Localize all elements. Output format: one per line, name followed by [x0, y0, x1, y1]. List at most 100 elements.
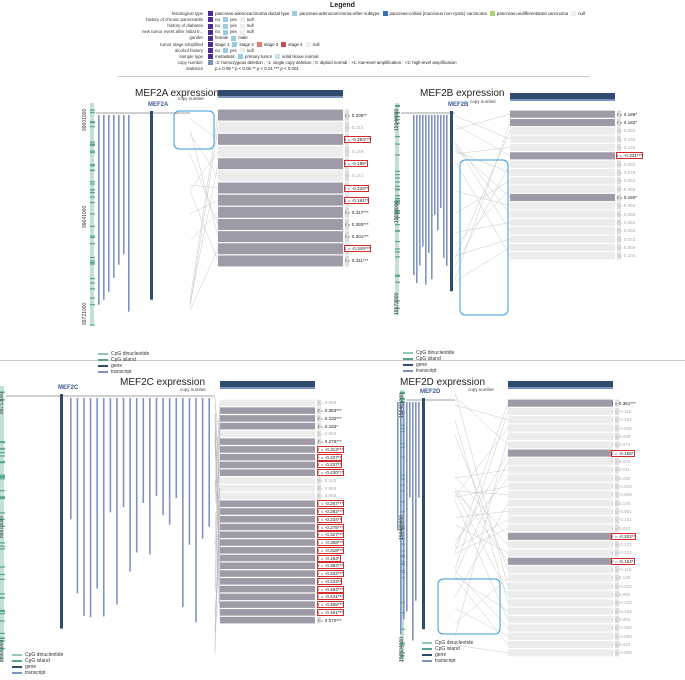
heat-row — [220, 616, 315, 624]
cpg-dinucleotide — [395, 251, 400, 253]
heat-side-block — [345, 255, 349, 267]
transcript — [168, 398, 171, 525]
r-value: r = -0.226** — [343, 184, 370, 192]
genome-coordinate: 88909000 — [0, 639, 5, 662]
transcript — [188, 398, 191, 545]
cpg-dinucleotide — [400, 401, 405, 403]
heat-row — [508, 449, 613, 457]
cpg-dinucleotide — [0, 391, 5, 393]
cpg-dinucleotide — [0, 475, 5, 478]
heat-row — [510, 143, 615, 152]
heat-row — [220, 484, 315, 492]
track-legend-swatch — [98, 370, 108, 373]
r-value: r = 0.062 — [318, 431, 337, 437]
probe-connector — [454, 576, 509, 612]
probe-connector — [454, 180, 511, 214]
track-legend-item: CpG dinucleotide — [98, 351, 149, 357]
legend-swatch — [281, 41, 287, 47]
transcript — [135, 398, 138, 553]
transcript — [98, 115, 100, 305]
heat-row — [220, 461, 315, 469]
r-value: r = -0.052 — [612, 583, 632, 589]
legend-row-label: history of chronic pancreatitis — [146, 17, 203, 23]
track-legend-label: CpG dinucleotide — [435, 640, 474, 646]
heat-row — [508, 607, 613, 615]
heat-row — [220, 492, 315, 500]
cpg-dinucleotide — [90, 191, 95, 194]
track-legend-swatch — [422, 641, 432, 644]
probe-connector — [454, 436, 509, 637]
r-value: r = -0.120 — [612, 600, 632, 606]
r-value: r = -0.116 — [612, 567, 632, 573]
probe-connector — [454, 461, 509, 575]
r-value: r = 0.055 — [617, 211, 636, 217]
cpg-dinucleotide — [395, 240, 400, 243]
cpg-dinucleotide — [0, 640, 5, 642]
r-value: r = -0.431*** — [316, 593, 345, 601]
legend-swatch — [256, 41, 262, 47]
r-value: r = -0.465*** — [316, 601, 345, 609]
legend-item-label: stage 4 — [288, 41, 303, 47]
probe-connector — [454, 189, 511, 246]
track-legend-swatch — [12, 665, 22, 668]
heat-row — [508, 566, 613, 574]
track-legend-item: gene — [98, 363, 149, 369]
r-value: r = 0.183* — [318, 423, 339, 429]
r-value: r = 0.062 — [617, 203, 636, 209]
heat-row — [508, 591, 613, 599]
probe-connector — [454, 487, 509, 562]
heat-side-block — [317, 422, 321, 430]
legend-item-label: stage 2 — [239, 41, 254, 47]
heat-row — [220, 554, 315, 562]
cpg-dinucleotide — [400, 424, 405, 426]
cpg-dinucleotide — [90, 150, 95, 152]
r-value: r = -0.185* — [344, 160, 368, 168]
copy-number-strip — [220, 387, 315, 389]
cpg-dinucleotide — [90, 288, 95, 290]
cpg-island-track — [0, 386, 4, 662]
cpg-dinucleotide — [395, 189, 400, 191]
probe-connector — [454, 404, 509, 420]
r-value: r = 0.052 — [617, 178, 636, 184]
cpg-dinucleotide — [0, 542, 5, 544]
track-legend-label: CpG island — [25, 658, 50, 664]
legend-swatch — [239, 47, 245, 53]
cpg-dinucleotide — [395, 224, 400, 226]
heat-row — [508, 491, 613, 499]
probe-connector — [214, 412, 221, 543]
transcript — [446, 115, 448, 266]
legend-swatch — [232, 41, 238, 47]
r-value: r = 0.075 — [617, 170, 636, 175]
legend-row-label: sample type — [179, 53, 203, 59]
probe-connector — [454, 160, 511, 256]
cpg-dinucleotide — [400, 555, 405, 557]
transcript — [412, 402, 414, 641]
cpg-dinucleotide — [90, 243, 95, 245]
r-value: r = -0.009 — [612, 492, 632, 498]
legend-swatch — [208, 54, 213, 60]
cpg-dinucleotide — [90, 260, 95, 262]
heat-side-block — [617, 177, 621, 185]
heat-row — [508, 482, 613, 490]
heat-row — [220, 446, 315, 453]
track-legend-item: CpG dinucleotide — [403, 350, 454, 356]
heat-side-block — [317, 492, 321, 500]
r-value: r = -0.282*** — [316, 508, 345, 515]
cpg-dinucleotide — [0, 497, 5, 500]
probe-connector — [454, 164, 511, 267]
transcript — [123, 115, 125, 255]
gene-body — [450, 111, 453, 292]
heat-side-block — [345, 109, 349, 121]
panel-graphic — [0, 381, 321, 662]
cpg-dinucleotide — [395, 212, 400, 215]
cpg-dinucleotide — [90, 181, 95, 183]
track-legend-label: transcript — [25, 670, 46, 676]
legend-item-label: no — [215, 29, 220, 35]
heat-side-block — [615, 516, 619, 524]
cpg-dinucleotide — [395, 170, 400, 172]
heat-row — [510, 118, 615, 127]
r-value: r = -0.001 — [612, 508, 632, 514]
